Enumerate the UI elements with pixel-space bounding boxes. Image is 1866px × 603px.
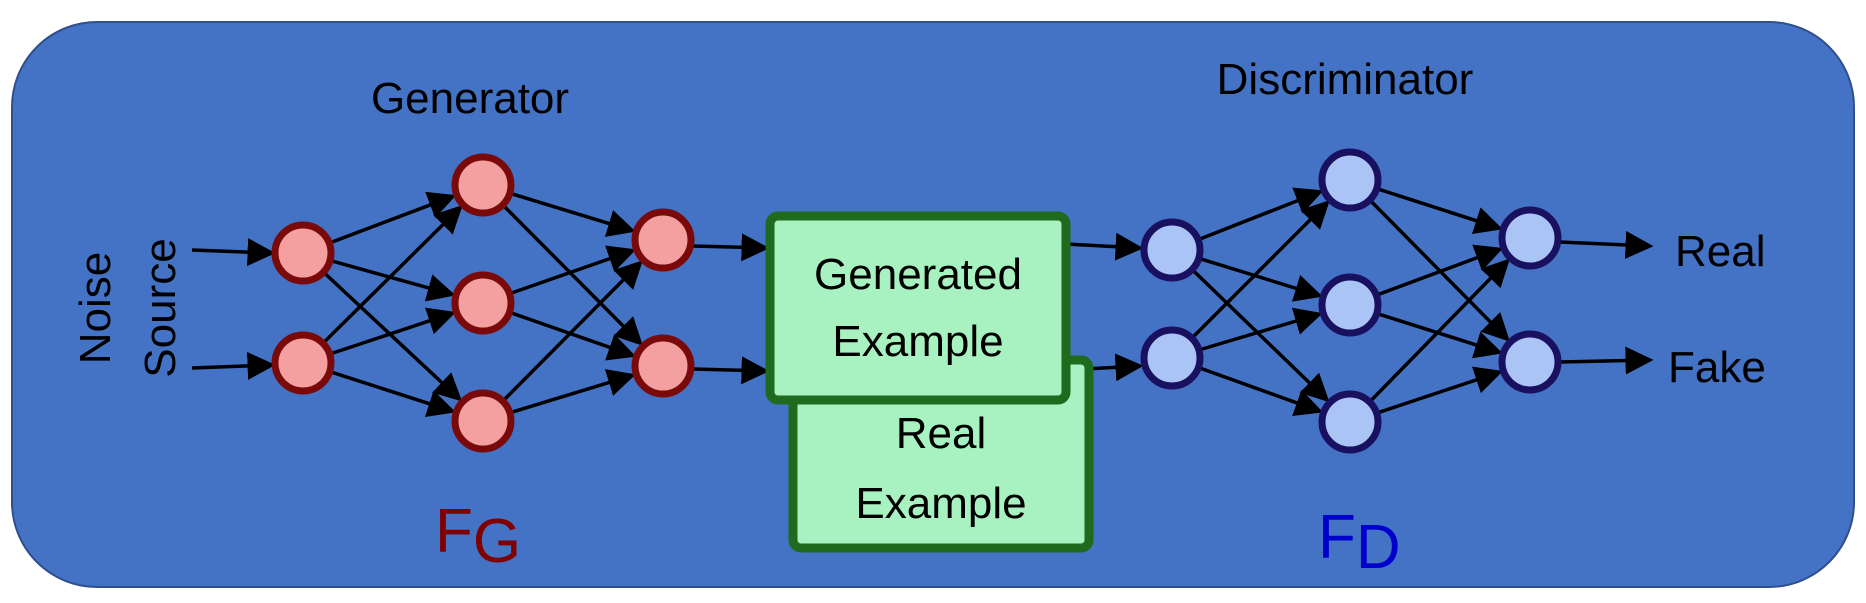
- edge-d2a-d3a: [1376, 186, 1503, 234]
- generator-title: Generator: [371, 74, 569, 123]
- edge-g2c-g3a: [501, 260, 643, 403]
- output-real-label: Real: [1675, 227, 1766, 276]
- generator-node-g2b: [451, 271, 515, 335]
- edge-g2b-g3a: [508, 245, 637, 296]
- real-example-line2: Example: [855, 479, 1026, 528]
- discriminator-node-d1a: [1140, 218, 1204, 282]
- generator-node-g3b: [631, 334, 695, 398]
- gen-to-box-arrow-bottom: [692, 356, 770, 385]
- output-fake-label: Fake: [1668, 343, 1766, 392]
- edge-g1a-g2c: [322, 270, 463, 402]
- connections: [191, 186, 1654, 417]
- generated-example-line2: Example: [832, 317, 1003, 366]
- fd-letter: F: [1318, 503, 1356, 572]
- edge-g1b-g2c: [329, 369, 456, 417]
- discriminator-node-d2b: [1318, 273, 1382, 337]
- edge-g2c-g3b: [509, 369, 636, 415]
- output-arrow-fake: [1559, 346, 1654, 375]
- edge-d1a-d2b: [1198, 256, 1323, 302]
- generator-function-label: FG: [435, 497, 521, 576]
- real-example-line1: Real: [896, 409, 987, 458]
- generator-node-g2a: [451, 153, 515, 217]
- edge-g1b-g2b: [329, 307, 456, 356]
- edge-d2a-d3b: [1368, 198, 1510, 342]
- edge-d2c-d3a: [1368, 258, 1511, 404]
- discriminator-node-d1b: [1140, 326, 1204, 390]
- input-arrow-top: [191, 238, 276, 267]
- edge-d1a-d2a: [1197, 187, 1324, 242]
- discriminator-node-d2a: [1318, 148, 1382, 212]
- edge-d1a-d2c: [1190, 268, 1330, 403]
- discriminator-node-d2c: [1318, 390, 1382, 454]
- discriminator-title: Discriminator: [1217, 55, 1474, 104]
- edge-g2a-g3a: [509, 191, 636, 237]
- generator-node-g2c: [451, 389, 515, 453]
- edge-g1a-g2a: [328, 191, 457, 245]
- generator-node-g3a: [631, 208, 695, 272]
- fg-subscript: G: [473, 507, 521, 576]
- gen-to-box-arrow-top: [692, 233, 770, 262]
- edge-d2c-d3b: [1376, 366, 1503, 415]
- discriminator-node-d3a: [1498, 206, 1562, 270]
- fg-letter: F: [435, 497, 473, 566]
- noise-label: Noise: [71, 252, 120, 365]
- discriminator-function-label: FD: [1318, 503, 1401, 582]
- box-to-disc-arrow-top: [1065, 232, 1144, 261]
- fd-subscript: D: [1356, 513, 1401, 582]
- edge-g1b-g2a: [321, 205, 463, 345]
- edge-d1b-d2c: [1197, 365, 1324, 417]
- generated-example-line1: Generated: [814, 250, 1022, 299]
- discriminator-node-d3b: [1498, 330, 1562, 394]
- output-arrow-real: [1559, 230, 1654, 259]
- generator-node-g1b: [271, 331, 335, 395]
- edge-g2a-g3b: [501, 203, 643, 346]
- generator-node-g1a: [271, 221, 335, 285]
- generated-example-box: Generated Example: [765, 211, 1071, 405]
- real-example-box: Real Example: [788, 355, 1094, 553]
- input-arrow-bottom: [191, 351, 276, 380]
- source-label: Source: [136, 238, 185, 377]
- edge-d2b-d3a: [1375, 244, 1504, 297]
- edge-d1b-d2b: [1198, 307, 1323, 352]
- network-nodes: [271, 148, 1562, 454]
- edge-d1b-d2a: [1190, 200, 1330, 340]
